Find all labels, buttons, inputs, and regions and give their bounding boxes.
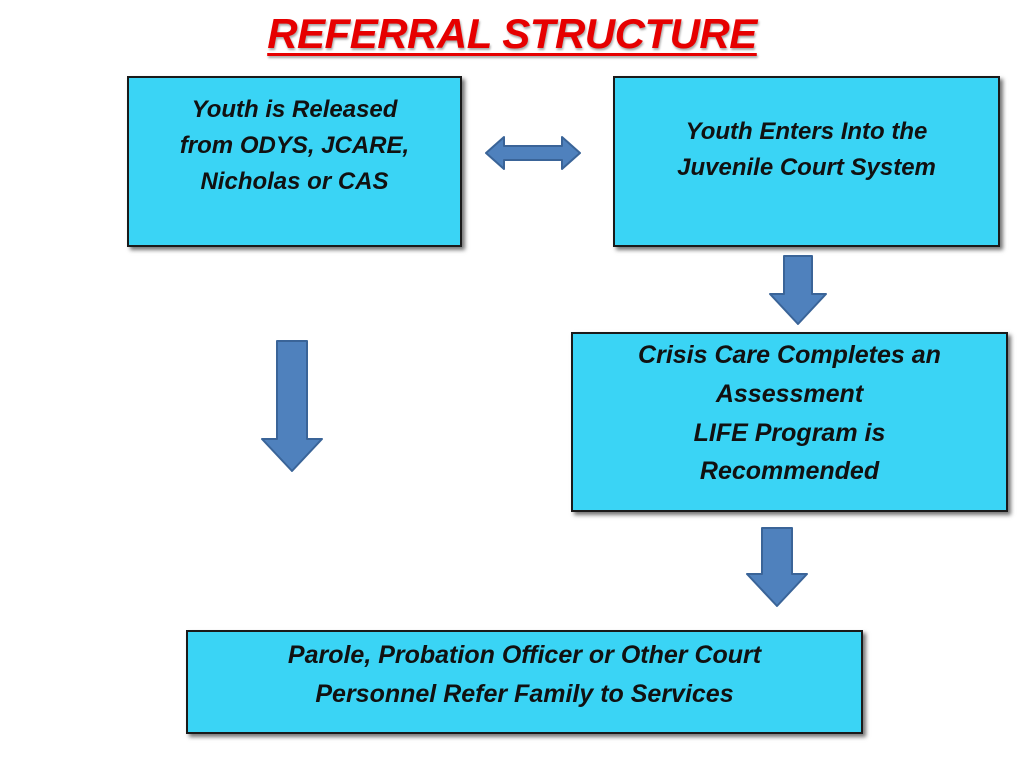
released-box: Youth is Released from ODYS, JCARE, Nich… — [127, 76, 462, 247]
released-line-2: from ODYS, JCARE, — [179, 132, 410, 159]
page-title: REFERRAL STRUCTURE — [267, 10, 757, 57]
referral-line-2: Personnel Refer Family to Services — [315, 679, 734, 708]
released-line-1: Youth is Released — [191, 96, 398, 123]
crisis-line-4: Recommended — [699, 457, 880, 486]
down-arrow-icon — [746, 527, 808, 607]
court-entry-box: Youth Enters Into the Juvenile Court Sys… — [613, 76, 1000, 247]
crisis-care-box: Crisis Care Completes an Assessment LIFE… — [571, 332, 1008, 512]
crisis-line-3: LIFE Program is — [693, 418, 886, 447]
crisis-line-2: Assessment — [715, 379, 864, 408]
court-entry-line-2: Juvenile Court System — [677, 154, 936, 181]
down-arrow-icon — [769, 255, 827, 325]
court-entry-line-1: Youth Enters Into the — [685, 118, 928, 145]
double-arrow-icon — [485, 136, 581, 170]
crisis-line-1: Crisis Care Completes an — [638, 341, 941, 369]
down-arrow-icon — [261, 340, 323, 472]
released-line-3: Nicholas or CAS — [200, 168, 389, 195]
referral-line-1: Parole, Probation Officer or Other Court — [287, 641, 762, 669]
referral-box: Parole, Probation Officer or Other Court… — [186, 630, 863, 734]
